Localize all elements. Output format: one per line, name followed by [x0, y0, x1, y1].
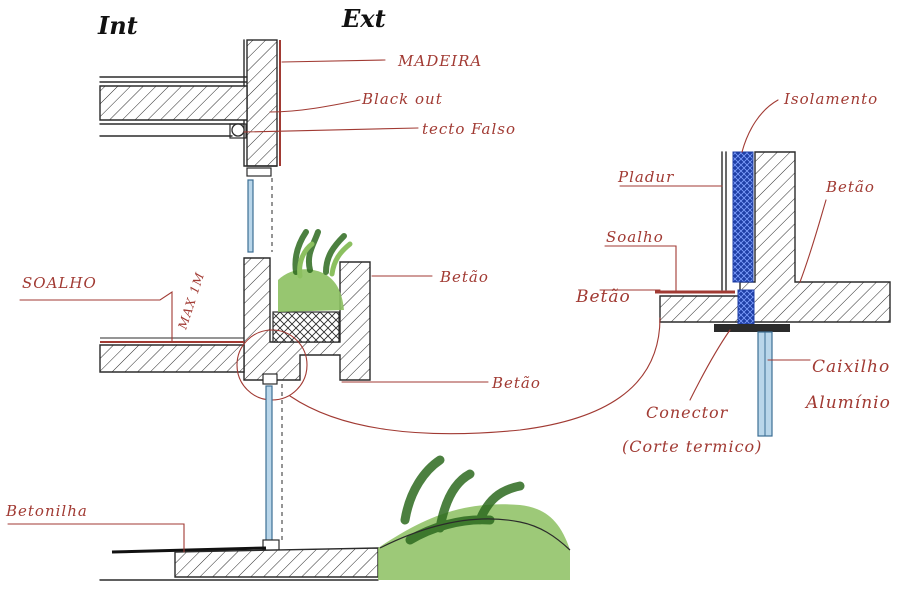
label-aluminio: Alumínio	[804, 393, 891, 413]
label-betao-detail-wall: Betão	[825, 178, 875, 196]
planter	[243, 229, 371, 381]
blackout-roller	[231, 123, 245, 137]
thermal-connector	[714, 324, 790, 332]
label-soalho-detail: Soalho	[606, 228, 664, 246]
label-betao-detail-slab: Betão	[575, 287, 631, 307]
label-corte-termico: (Corte termico)	[622, 437, 762, 456]
lower-window	[262, 373, 283, 551]
leader-lines	[7, 59, 827, 553]
label-betonilha: Betonilha	[5, 502, 88, 520]
label-soalho: SOALHO	[22, 274, 97, 292]
label-caixilho: Caixilho	[812, 357, 890, 377]
exterior-heading: Ext	[341, 4, 386, 33]
label-madeira: MADEIRA	[397, 52, 482, 70]
middle-slab	[99, 329, 308, 401]
label-conector: Conector	[646, 403, 729, 422]
upper-window	[246, 167, 273, 253]
label-max-1m: MAX 1M	[175, 270, 207, 332]
label-betao-planter: Betão	[439, 268, 489, 286]
ground-slab	[99, 546, 379, 581]
upper-wall	[243, 39, 281, 167]
upper-slab	[99, 76, 248, 139]
label-isolamento: Isolamento	[783, 90, 878, 108]
interior-heading: Int	[97, 11, 138, 40]
label-black-out: Black out	[361, 90, 443, 108]
label-pladur: Pladur	[617, 168, 674, 186]
label-tecto-falso: tecto Falso	[422, 120, 516, 138]
label-betao-slab: Betão	[491, 374, 541, 392]
exterior-vegetation	[378, 455, 571, 580]
